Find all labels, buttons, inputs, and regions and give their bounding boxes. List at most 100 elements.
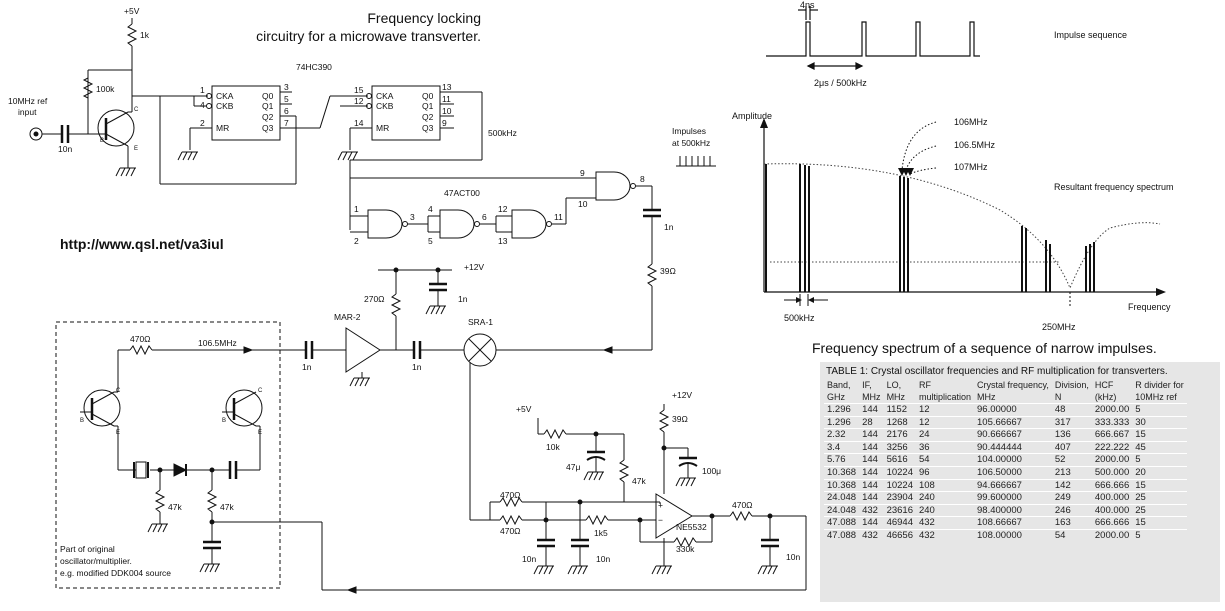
ic2-cka: CKA xyxy=(376,91,394,101)
table-cell: 24.048 xyxy=(824,491,860,505)
table-cell: 23904 xyxy=(883,491,916,505)
mar2-amplifier xyxy=(345,327,381,373)
table-cell: 20 xyxy=(1132,465,1187,480)
ic2-ckb: CKB xyxy=(376,101,394,111)
table-cell: 666.666 xyxy=(1091,516,1133,530)
label-500khz-spacing: 500kHz xyxy=(784,313,815,323)
label-500khz-out: 500kHz xyxy=(488,128,517,138)
label-47k-a: 47k xyxy=(168,502,182,512)
label-5v-b: +5V xyxy=(516,404,532,414)
table-cell: 2000.00 xyxy=(1091,453,1133,467)
table-cell: 23616 xyxy=(883,503,916,517)
gate-pin-12: 12 xyxy=(498,204,508,214)
table-cell: 240 xyxy=(915,503,975,517)
opamp-plus: + xyxy=(658,500,663,510)
table-cell: 142 xyxy=(1051,478,1092,492)
table-cell: 54 xyxy=(915,453,975,467)
crystal-table-panel: TABLE 1: Crystal oscillator frequencies … xyxy=(820,362,1220,602)
table-cell: 105.66667 xyxy=(974,415,1052,429)
table-cell: 52 xyxy=(1051,453,1092,467)
label-1k: 1k xyxy=(140,30,150,40)
table-cell: 25 xyxy=(1132,503,1187,517)
label-input-1: 10MHz ref xyxy=(8,96,48,106)
label-100k: 100k xyxy=(96,84,115,94)
table-header-cell: LO,MHz xyxy=(884,379,916,404)
label-47u: 47μ xyxy=(566,462,580,472)
table-cell: 28 xyxy=(859,415,884,429)
impulse-sequence-drawing xyxy=(766,6,980,70)
label-106mhz: 106MHz xyxy=(954,117,988,127)
ic1-ckb: CKB xyxy=(216,101,234,111)
table-cell: 48 xyxy=(1051,403,1092,417)
table-cell: 246 xyxy=(1051,503,1092,517)
label-e1: E xyxy=(134,146,138,152)
label-orig-2: oscillator/multiplier. xyxy=(60,556,132,566)
pin-4: 4 xyxy=(200,100,205,110)
table-header-line: Band, xyxy=(827,380,851,390)
original-oscillator-box xyxy=(55,321,281,589)
label-b2: B xyxy=(80,418,84,424)
table-cell: 25 xyxy=(1132,491,1187,505)
pin-12: 12 xyxy=(354,96,364,106)
table-cell: 15 xyxy=(1132,478,1187,492)
table-cell: 2000.00 xyxy=(1091,403,1133,417)
gate-pin-4: 4 xyxy=(428,204,433,214)
table-cell: 666.666 xyxy=(1091,478,1133,492)
table-header-line: MHz xyxy=(977,392,996,402)
label-100u: 100μ xyxy=(702,466,721,476)
table-cell: 10.368 xyxy=(824,478,860,492)
table-cell: 432 xyxy=(915,528,975,542)
gate-pin-1: 1 xyxy=(354,204,359,214)
gate-pin-10: 10 xyxy=(578,199,588,209)
table-cell: 90.444444 xyxy=(974,440,1052,454)
table-cell: 5 xyxy=(1132,528,1187,542)
label-470ohm-b: 470Ω xyxy=(500,490,521,500)
ic2-q0: Q0 xyxy=(422,91,434,101)
table-cell: 333.333 xyxy=(1091,415,1133,429)
label-270ohm: 270Ω xyxy=(364,294,385,304)
table-cell: 96 xyxy=(915,465,975,480)
table-cell: 144 xyxy=(859,440,884,454)
gate-pin-11: 11 xyxy=(554,212,563,222)
table-header-line: Division, xyxy=(1054,380,1089,390)
label-39ohm-a: 39Ω xyxy=(660,266,676,276)
table-header-line: MHz xyxy=(862,392,881,402)
table-cell: 108 xyxy=(915,478,975,492)
ic2-q1: Q1 xyxy=(422,101,434,111)
table-cell: 500.000 xyxy=(1091,465,1133,480)
table-cell: 47.088 xyxy=(824,528,860,542)
ic-74hc390-b xyxy=(371,85,441,141)
ic2-q2: Q2 xyxy=(422,112,434,122)
gate-pin-6: 6 xyxy=(482,212,487,222)
table-cell: 222.222 xyxy=(1091,440,1133,454)
label-106-5mhz-spec: 106.5MHz xyxy=(954,140,996,150)
label-c1: C xyxy=(134,107,139,113)
table-cell: 1268 xyxy=(883,415,916,429)
label-e3: E xyxy=(258,430,262,436)
ic1-q2: Q2 xyxy=(262,112,274,122)
table-cell: 5 xyxy=(1132,403,1187,417)
table-cell: 1.296 xyxy=(824,403,860,417)
pin-13: 13 xyxy=(442,82,452,92)
label-amplitude: Amplitude xyxy=(732,111,772,121)
table-cell: 99.600000 xyxy=(974,491,1052,505)
table-cell: 54 xyxy=(1051,528,1092,542)
label-10n-d: 10n xyxy=(786,552,800,562)
label-ne5532: NE5532 xyxy=(676,522,707,532)
title-line-2: circuitry for a microwave transverter. xyxy=(256,28,481,44)
label-sra1: SRA-1 xyxy=(468,317,493,327)
table-cell: 432 xyxy=(859,528,884,542)
label-107mhz: 107MHz xyxy=(954,162,988,172)
table-cell: 24.048 xyxy=(824,503,860,517)
table-header-cell: IF,MHz xyxy=(859,379,884,404)
nand-gate-1 xyxy=(367,209,403,239)
nand-gate-3 xyxy=(511,209,547,239)
label-b1: B xyxy=(100,138,104,144)
